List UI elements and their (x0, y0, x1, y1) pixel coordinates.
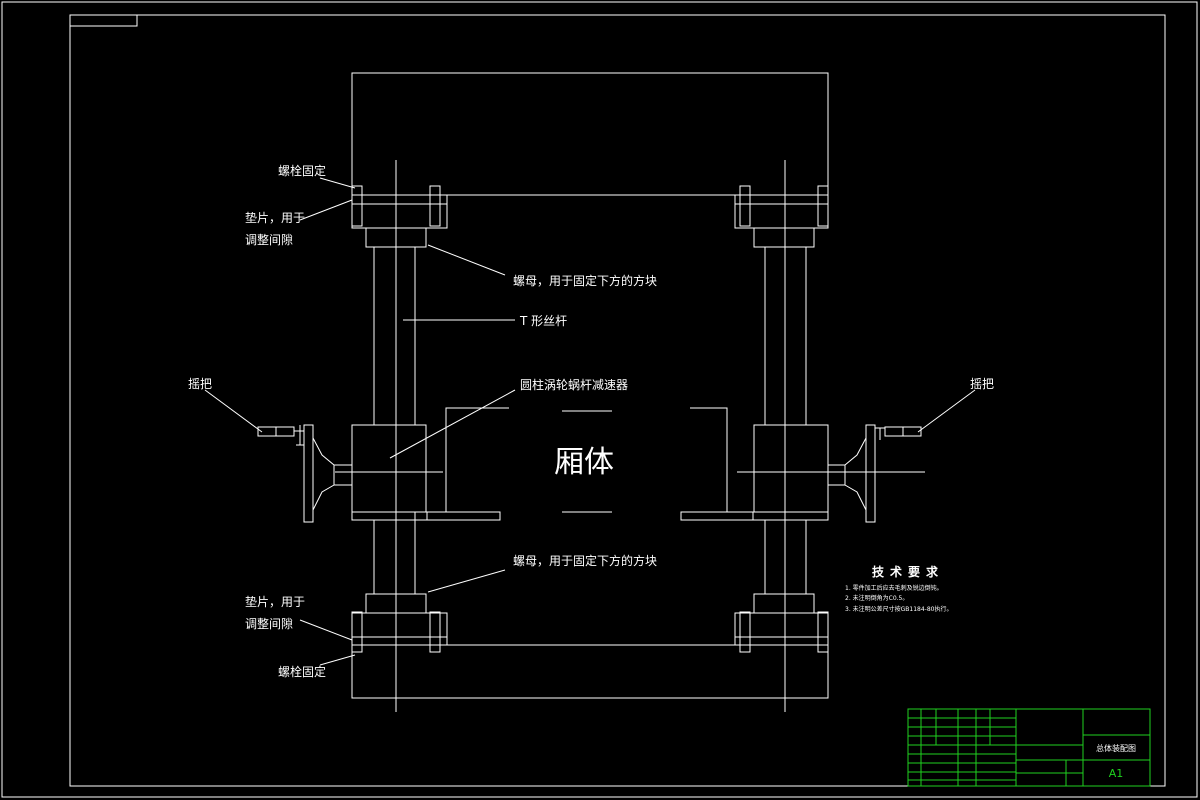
left-top-flange (351, 185, 448, 248)
box-body-label: 厢体 (554, 445, 614, 480)
left-bottom-flange (351, 593, 448, 653)
right-reducer (753, 424, 829, 513)
leader-lines (204, 177, 976, 666)
corner-tag-box (69, 14, 138, 27)
tech-requirements-title: 技术要求 (872, 564, 944, 579)
label-nut-top: 螺母，用于固定下方的方块 (513, 273, 657, 288)
tech-requirement-3: 3. 未注明公差尺寸按GB1184-80执行。 (845, 605, 952, 613)
label-handle-left: 摇把 (188, 377, 212, 391)
tech-requirement-2: 2. 未注明倒角为C0.5。 (845, 594, 908, 602)
inner-frame (69, 14, 1166, 787)
label-nut-bottom: 螺母，用于固定下方的方块 (513, 553, 657, 568)
right-handwheel (827, 424, 885, 523)
label-handle-right: 摇把 (970, 377, 994, 391)
title-block-sheet-size: A1 (1109, 767, 1124, 780)
title-block (907, 708, 1151, 787)
left-reducer-base (351, 511, 428, 521)
right-reducer-base (752, 511, 829, 521)
left-crank-handle (257, 426, 304, 437)
label-worm-reducer: 圆柱涡轮蜗杆减速器 (520, 377, 628, 392)
left-handwheel (296, 424, 353, 523)
label-shim-bottom-line1: 垫片，用于 (245, 594, 305, 609)
label-shim-top-line2: 调整间隙 (245, 232, 293, 247)
title-block-drawing-name: 总体装配图 (1096, 743, 1136, 753)
top-plate (351, 72, 829, 196)
label-shim-top-line1: 垫片，用于 (245, 210, 305, 225)
label-bolt-fix-top: 螺栓固定 (278, 163, 326, 178)
right-top-flange (734, 185, 829, 248)
tech-requirement-1: 1. 零件加工后应去毛刺及锐边倒钝。 (845, 584, 943, 592)
label-bolt-fix-bottom: 螺栓固定 (278, 664, 326, 679)
right-bottom-flange (734, 593, 829, 653)
bottom-plate (351, 644, 829, 699)
label-shim-bottom-line2: 调整间隙 (245, 616, 293, 631)
right-crank-handle (884, 426, 922, 437)
label-t-screw: T 形丝杆 (519, 314, 567, 328)
box-body (414, 407, 754, 521)
left-reducer (351, 424, 427, 513)
